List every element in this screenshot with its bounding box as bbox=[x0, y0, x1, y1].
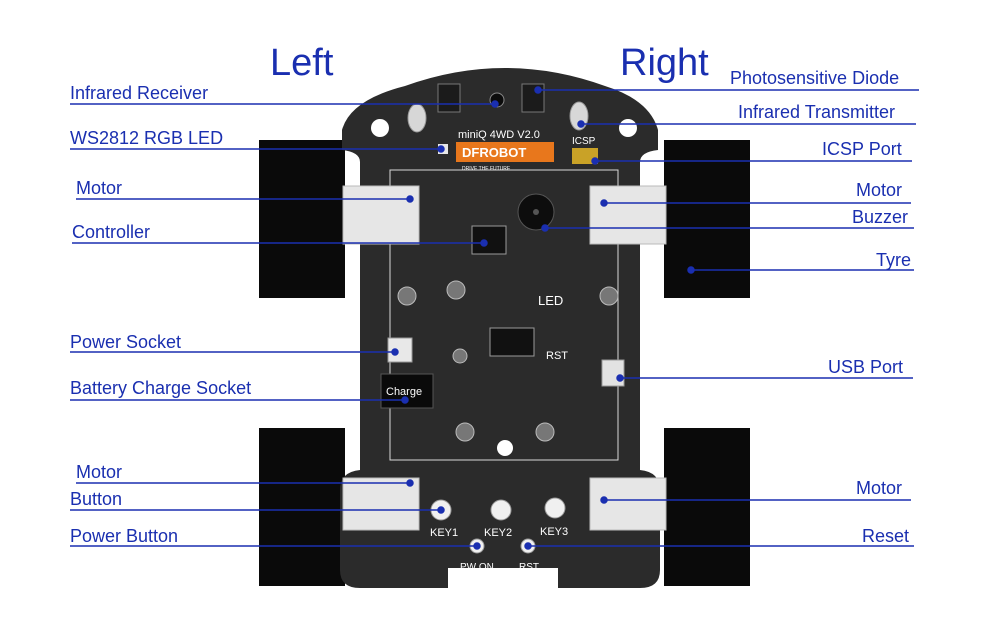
leader-dot bbox=[534, 86, 542, 94]
dfrobot-logo bbox=[456, 142, 554, 162]
leader-dot bbox=[491, 100, 499, 108]
key1-silk: KEY1 bbox=[430, 527, 458, 539]
key2-silk: KEY2 bbox=[484, 527, 512, 539]
tagline-text: DRIVE THE FUTURE bbox=[462, 166, 511, 172]
key2-button bbox=[490, 499, 512, 521]
label-motor-bottom-left: Motor bbox=[76, 462, 123, 482]
label-icsp: ICSP Port bbox=[822, 139, 902, 159]
buzzer-hole bbox=[533, 209, 539, 215]
label-ws2812: WS2812 RGB LED bbox=[70, 128, 224, 148]
capacitor bbox=[455, 422, 475, 442]
bottom-notch bbox=[448, 568, 558, 588]
leader-dot bbox=[391, 348, 399, 356]
tyre-front-right bbox=[664, 140, 750, 298]
tyre-rear-left bbox=[259, 428, 345, 586]
mount-hole-center bbox=[497, 440, 513, 456]
usb-port bbox=[601, 359, 625, 387]
brand-text: DFROBOT bbox=[462, 145, 526, 160]
label-button: Button bbox=[70, 489, 123, 509]
leader-dot bbox=[473, 542, 481, 550]
leader-dot bbox=[437, 506, 445, 514]
controller-chip bbox=[471, 225, 507, 255]
capacitor bbox=[397, 286, 417, 306]
icsp-silk: ICSP bbox=[572, 136, 596, 147]
capacitor bbox=[535, 422, 555, 442]
label-motor-top-right: Motor bbox=[856, 180, 903, 200]
key3-button bbox=[544, 497, 566, 519]
label-infrared-receiver: Infrared Receiver bbox=[70, 83, 209, 103]
label-battery-charge: Battery Charge Socket bbox=[70, 378, 252, 398]
mount-hole-left bbox=[371, 119, 389, 137]
rst-silk: RST bbox=[546, 350, 568, 362]
leader-dot bbox=[437, 145, 445, 153]
power-socket bbox=[387, 337, 413, 363]
tyre-rear-right bbox=[664, 428, 750, 586]
label-motor-bottom-right: Motor bbox=[856, 478, 903, 498]
label-usb: USB Port bbox=[828, 357, 904, 377]
label-power-socket: Power Socket bbox=[70, 332, 182, 352]
key3-silk: KEY3 bbox=[540, 526, 568, 538]
leader-dot bbox=[687, 266, 695, 274]
motor-front-right bbox=[589, 185, 667, 245]
leader-dot bbox=[600, 496, 608, 504]
mount-hole-right bbox=[619, 119, 637, 137]
leader-dot bbox=[406, 195, 414, 203]
model-text: miniQ 4WD V2.0 bbox=[458, 129, 540, 141]
led-silk: LED bbox=[538, 293, 563, 308]
label-buzzer: Buzzer bbox=[852, 207, 909, 227]
leader-dot bbox=[591, 157, 599, 165]
capacitor bbox=[599, 286, 619, 306]
inner-panel bbox=[389, 169, 619, 461]
motor-rear-right bbox=[589, 477, 667, 531]
ir-led-left bbox=[407, 103, 427, 133]
heading-left: Left bbox=[270, 42, 334, 84]
leader-dot bbox=[541, 224, 549, 232]
label-ir-transmitter: Infrared Transmitter bbox=[738, 102, 896, 122]
leader-dot bbox=[524, 542, 532, 550]
leader-dot bbox=[406, 479, 414, 487]
leader-dot bbox=[577, 120, 585, 128]
leader-dot bbox=[616, 374, 624, 382]
leader-dot bbox=[600, 199, 608, 207]
label-motor-top-left: Motor bbox=[76, 178, 123, 198]
label-power-button: Power Button bbox=[70, 526, 179, 546]
label-photodiode: Photosensitive Diode bbox=[730, 68, 900, 88]
capacitor bbox=[452, 348, 468, 364]
label-tyre: Tyre bbox=[876, 250, 912, 270]
motor-rear-left bbox=[342, 477, 420, 531]
tyre-front-left bbox=[259, 140, 345, 298]
leader-dot bbox=[401, 396, 409, 404]
label-reset: Reset bbox=[862, 526, 910, 546]
rst-bottom-silk: RST bbox=[519, 562, 539, 573]
capacitor bbox=[446, 280, 466, 300]
label-controller: Controller bbox=[72, 222, 151, 242]
charge-silk: Charge bbox=[386, 386, 422, 398]
motor-front-left bbox=[342, 185, 420, 245]
leader-dot bbox=[480, 239, 488, 247]
heading-right: Right bbox=[620, 42, 709, 84]
driver-ic bbox=[489, 327, 535, 357]
pw-on-silk: PW ON bbox=[460, 562, 494, 573]
